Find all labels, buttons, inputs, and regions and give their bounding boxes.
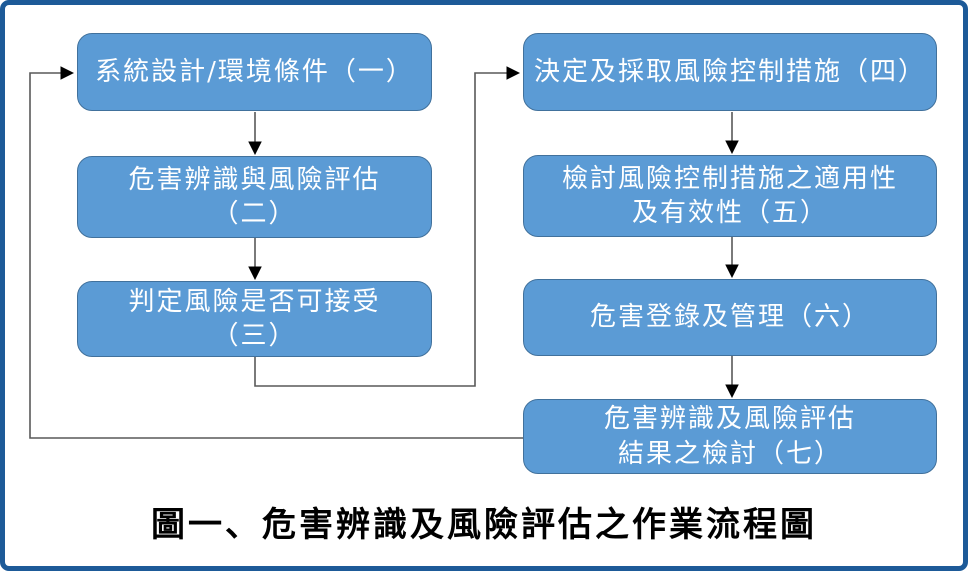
flow-node-6-text-line1: 危害登錄及管理（六） <box>589 302 870 333</box>
connector-node7-to-node1 <box>29 66 523 439</box>
flow-node-4-risk-control-measures: 決定及採取風險控制措施（四） <box>523 33 937 111</box>
flow-node-6-hazard-registration: 危害登錄及管理（六） <box>523 279 937 356</box>
flow-node-7-text-line1: 危害辨識及風險評估 <box>603 404 856 435</box>
flow-node-5-text-line2: 及有效性（五） <box>631 198 828 228</box>
flow-node-2-text-line2: （二） <box>212 199 297 229</box>
figure-caption: 圖一、危害辨識及風險評估之作業流程圖 <box>151 505 817 545</box>
flow-node-2-text-line1: 危害辨識與風險評估 <box>128 164 381 195</box>
flow-node-1-system-design: 系統設計/環境條件（一） <box>77 33 432 111</box>
flow-node-7-results-review: 危害辨識及風險評估 結果之檢討（七） <box>523 399 937 474</box>
flow-node-3-text-line1: 判定風險是否可接受 <box>128 286 381 317</box>
flow-node-7-text-line2: 結果之檢討（七） <box>617 438 842 469</box>
flow-node-1-text-line1: 系統設計/環境條件（一） <box>95 56 414 87</box>
flow-node-5-text-line1: 檢討風險控制措施之適用性 <box>561 163 898 194</box>
flow-node-3-text-line2: （三） <box>212 321 297 351</box>
flow-node-4-text-line1: 決定及採取風險控制措施（四） <box>533 56 926 87</box>
flow-node-3-risk-acceptability: 判定風險是否可接受 （三） <box>77 281 432 357</box>
flow-node-5-review-control-measures: 檢討風險控制措施之適用性 及有效性（五） <box>523 155 937 237</box>
flow-node-2-hazard-identification: 危害辨識與風險評估 （二） <box>77 156 432 238</box>
